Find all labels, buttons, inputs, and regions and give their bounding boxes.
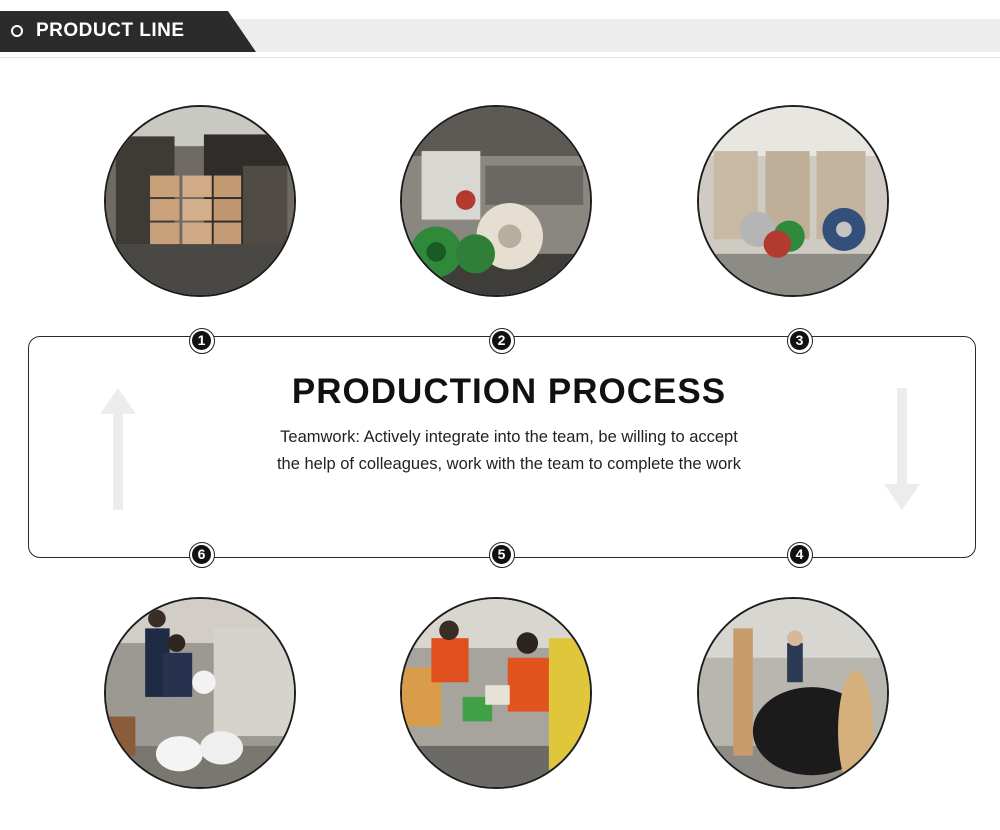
arrow-up-icon bbox=[100, 388, 136, 510]
step-badge-6: 6 bbox=[189, 542, 215, 568]
photo-inspection-station bbox=[400, 597, 592, 789]
photo-extrusion-line bbox=[400, 105, 592, 297]
step-badge-1: 1 bbox=[189, 328, 215, 354]
process-box bbox=[28, 336, 976, 558]
photo-coiling-cable bbox=[104, 597, 296, 789]
photo-stranding-machines bbox=[697, 105, 889, 297]
arrow-down-icon bbox=[884, 388, 920, 510]
step-number: 1 bbox=[192, 331, 211, 350]
step-number: 2 bbox=[492, 331, 511, 350]
photo-warehouse bbox=[104, 105, 296, 297]
photo-cable-drum bbox=[697, 597, 889, 789]
header-divider bbox=[0, 57, 1000, 58]
step-number: 5 bbox=[492, 545, 511, 564]
step-badge-4: 4 bbox=[787, 542, 813, 568]
header-tab bbox=[0, 11, 256, 52]
process-title: PRODUCTION PROCESS bbox=[291, 372, 727, 411]
step-number: 4 bbox=[790, 545, 809, 564]
step-badge-2: 2 bbox=[489, 328, 515, 354]
step-badge-3: 3 bbox=[787, 328, 813, 354]
step-badge-5: 5 bbox=[489, 542, 515, 568]
step-number: 3 bbox=[790, 331, 809, 350]
process-description: Teamwork: Actively integrate into the te… bbox=[276, 428, 742, 473]
section-title: PRODUCT LINE bbox=[36, 20, 185, 41]
step-number: 6 bbox=[192, 545, 211, 564]
circle-bullet-icon bbox=[11, 25, 23, 37]
